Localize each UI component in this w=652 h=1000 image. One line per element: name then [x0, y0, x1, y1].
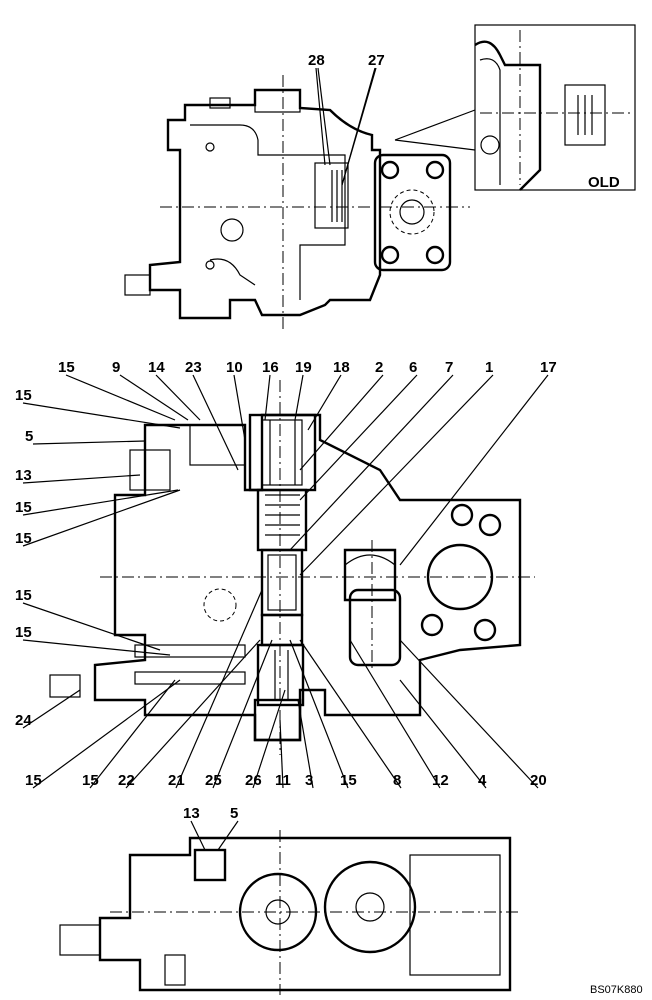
leader-line [22, 489, 179, 516]
leader-line [294, 374, 304, 421]
leader-line [212, 639, 273, 789]
part-callout-7: 7 [445, 359, 453, 376]
leader-line [341, 67, 377, 186]
part-callout-3: 3 [305, 772, 313, 789]
part-callout-21: 21 [168, 772, 185, 789]
leader-line [252, 689, 286, 789]
leader-line [289, 374, 454, 551]
part-callout-16: 16 [262, 359, 279, 376]
part-callout-15: 15 [15, 499, 32, 516]
part-callout-22: 22 [118, 772, 135, 789]
part-callout-11: 11 [275, 772, 291, 789]
leader-line [399, 639, 539, 789]
leader-line [279, 719, 284, 789]
part-callout-15: 15 [340, 772, 357, 789]
leader-line [89, 679, 176, 789]
leader-line [175, 589, 263, 789]
leader-line [399, 679, 487, 789]
part-callout-24: 24 [15, 712, 32, 729]
leader-line [22, 489, 181, 547]
leader-line [289, 639, 349, 789]
part-callout-15: 15 [15, 624, 32, 641]
part-callout-20: 20 [530, 772, 547, 789]
part-callout-15: 15 [15, 587, 32, 604]
part-callout-27: 27 [368, 52, 385, 69]
leader-line [307, 374, 342, 431]
part-callout-8: 8 [393, 772, 401, 789]
part-callout-9: 9 [112, 359, 120, 376]
part-callout-28: 28 [308, 52, 325, 69]
leader-line [299, 639, 402, 789]
leader-line [315, 67, 326, 166]
leader-line [299, 374, 418, 501]
part-callout-10: 10 [226, 359, 243, 376]
part-callout-15: 15 [15, 530, 32, 547]
part-callout-2: 2 [375, 359, 383, 376]
leader-line [32, 440, 146, 445]
part-callout-15: 15 [58, 359, 75, 376]
leader-line [233, 374, 246, 441]
bottom-view [59, 830, 520, 995]
leader-line [217, 820, 239, 851]
leader-line [190, 820, 206, 851]
leader-line [297, 699, 314, 789]
section-view [49, 380, 535, 755]
leader-line [299, 374, 494, 576]
leader-line [264, 374, 271, 421]
part-callout-13: 13 [183, 805, 200, 822]
part-callout-19: 19 [295, 359, 312, 376]
part-callout-14: 14 [148, 359, 165, 376]
top-view [124, 24, 636, 330]
leader-line [299, 374, 384, 471]
inset-old-label: OLD [588, 174, 620, 191]
leader-line [32, 679, 181, 789]
leader-line [125, 639, 261, 789]
part-callout-15: 15 [15, 387, 32, 404]
part-callout-15: 15 [82, 772, 99, 789]
leader-line [349, 639, 441, 789]
leader-line [22, 402, 181, 429]
part-callout-4: 4 [478, 772, 487, 789]
diagram-code: BS07K880 [590, 984, 643, 996]
part-callout-5: 5 [230, 805, 238, 822]
part-callout-13: 13 [15, 467, 32, 484]
leader-line [22, 639, 171, 656]
leader-line [65, 374, 176, 421]
leader-line [155, 374, 201, 421]
part-callout-23: 23 [185, 359, 202, 376]
leader-line [22, 602, 161, 651]
part-callout-25: 25 [205, 772, 222, 789]
part-callout-15: 15 [25, 772, 42, 789]
part-callout-26: 26 [245, 772, 262, 789]
leader-line [119, 374, 189, 421]
leader-line [22, 474, 141, 484]
part-callout-12: 12 [432, 772, 449, 789]
part-callout-1: 1 [485, 359, 493, 376]
leader-line [22, 689, 81, 729]
part-callout-5: 5 [25, 428, 33, 445]
leader-line [399, 374, 549, 566]
part-callout-17: 17 [540, 359, 557, 376]
part-callout-18: 18 [333, 359, 350, 376]
part-callout-6: 6 [409, 359, 417, 376]
leader-line [192, 374, 239, 471]
